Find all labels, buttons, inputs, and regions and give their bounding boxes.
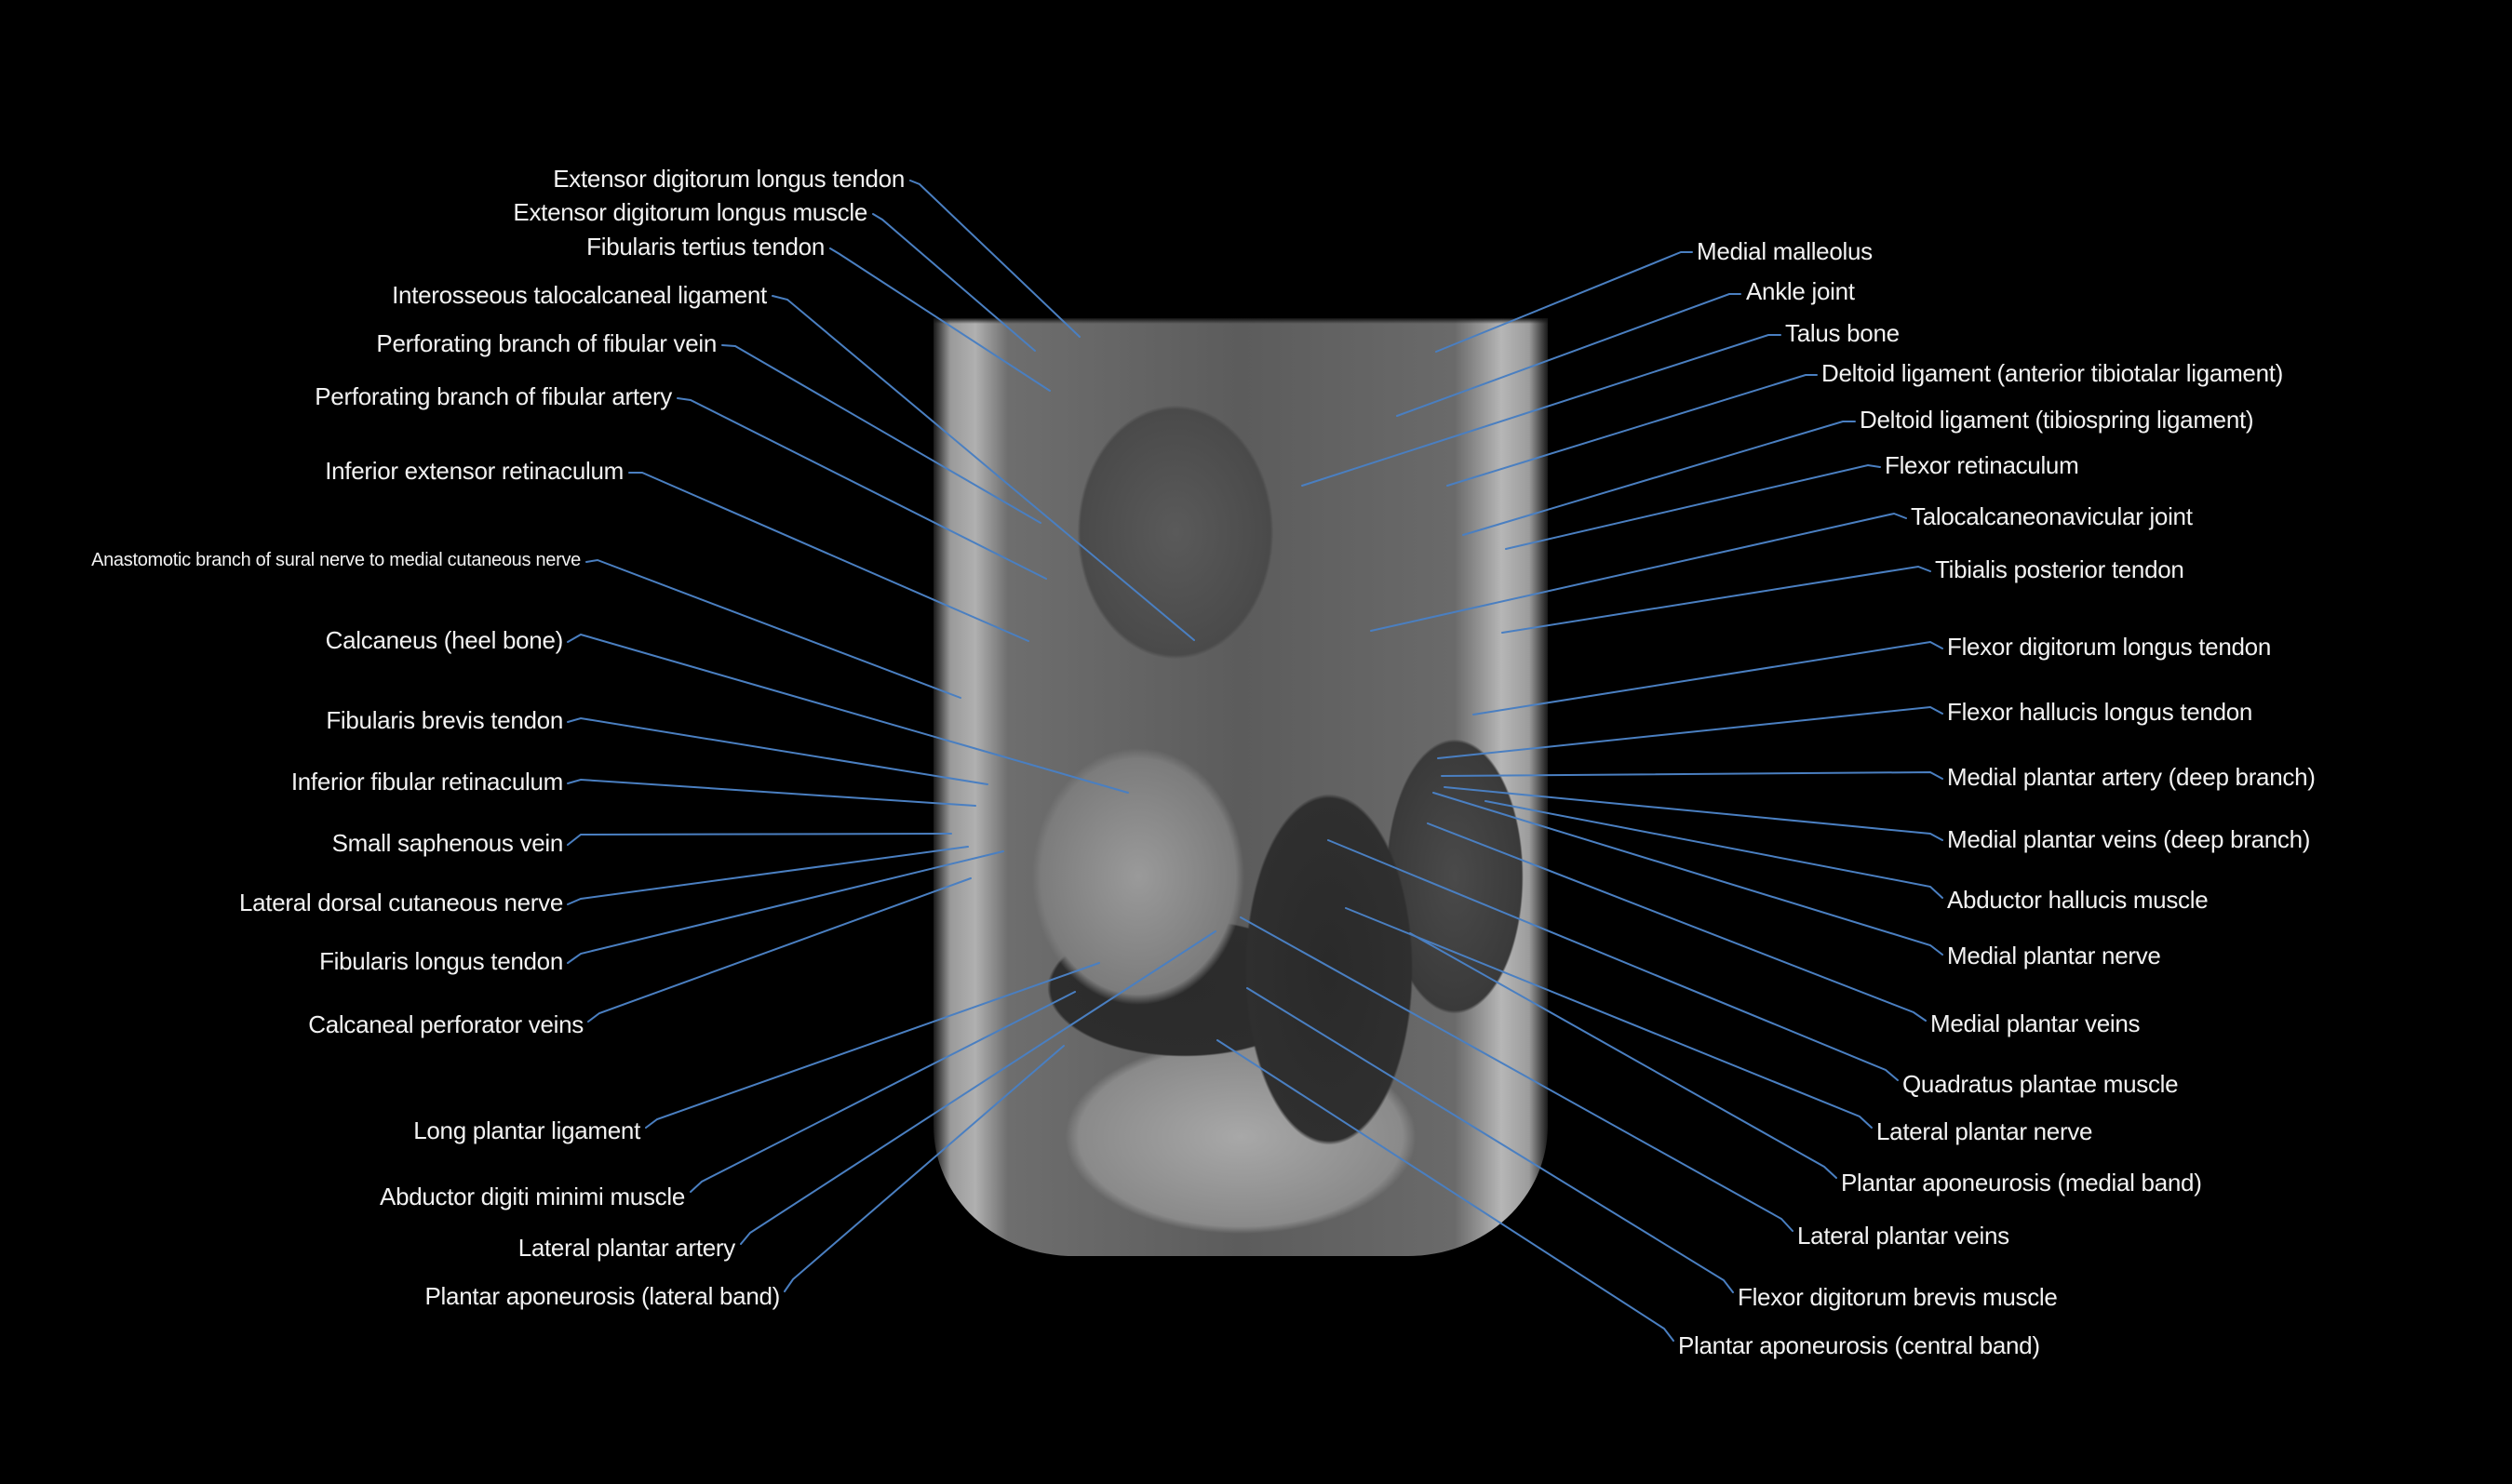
mri-top-edge (934, 318, 1548, 324)
leader-line-flexor-hallucis-longus-tendon (1437, 705, 1943, 759)
leader-line-lateral-dorsal-cutaneous-nerve (567, 846, 969, 905)
leader-line-anastomotic-branch-of-sural-nerve-to-medial-cutaneous-nerve (585, 558, 961, 699)
leader-line-plantar-aponeurosis-central-band (1216, 1039, 1674, 1342)
label-small-saphenous-vein: Small saphenous vein (331, 829, 564, 857)
leader-line-inferior-extensor-retinaculum (628, 472, 1029, 642)
label-tibialis-posterior-tendon: Tibialis posterior tendon (1935, 555, 2184, 583)
label-perforating-branch-of-fibular-vein: Perforating branch of fibular vein (376, 329, 717, 357)
leader-line-quadratus-plantae-muscle (1327, 839, 1899, 1081)
label-medial-plantar-veins-deep-branch: Medial plantar veins (deep branch) (1947, 825, 2311, 853)
label-medial-plantar-nerve: Medial plantar nerve (1947, 942, 2161, 969)
leader-line-lateral-plantar-nerve (1345, 907, 1873, 1129)
leader-line-fibularis-tertius-tendon (829, 247, 1051, 392)
leader-line-fibularis-brevis-tendon (567, 716, 988, 785)
leader-line-tibialis-posterior-tendon (1501, 565, 1931, 634)
leader-line-extensor-digitorum-longus-muscle (872, 213, 1036, 352)
label-extensor-digitorum-longus-tendon: Extensor digitorum longus tendon (553, 165, 905, 193)
label-talocalcaneonavicular-joint: Talocalcaneonavicular joint (1911, 502, 2193, 530)
label-abductor-hallucis-muscle: Abductor hallucis muscle (1947, 886, 2209, 914)
label-medial-malleolus: Medial malleolus (1697, 237, 1873, 265)
label-talus-bone: Talus bone (1785, 319, 1900, 347)
label-interosseous-talocalcaneal-ligament: Interosseous talocalcaneal ligament (392, 281, 767, 309)
label-calcaneal-perforator-veins: Calcaneal perforator veins (308, 1010, 584, 1038)
label-lateral-plantar-artery: Lateral plantar artery (517, 1234, 736, 1262)
leader-line-calcaneal-perforator-veins (587, 877, 972, 1023)
label-abductor-digiti-minimi-muscle: Abductor digiti minimi muscle (380, 1183, 685, 1210)
label-deltoid-ligament-anterior-tibiotalar-ligament: Deltoid ligament (anterior tibiotalar li… (1821, 359, 2284, 387)
leader-line-flexor-retinaculum (1505, 463, 1881, 550)
leader-line-interosseous-talocalcaneal-ligament (772, 295, 1195, 641)
label-quadratus-plantae-muscle: Quadratus plantae muscle (1902, 1070, 2179, 1098)
leader-line-talocalcaneonavicular-joint (1370, 512, 1907, 632)
leader-line-abductor-digiti-minimi-muscle (690, 991, 1076, 1193)
leader-line-long-plantar-ligament (645, 962, 1100, 1129)
label-fibularis-longus-tendon: Fibularis longus tendon (319, 947, 563, 975)
label-inferior-fibular-retinaculum: Inferior fibular retinaculum (290, 768, 563, 795)
leader-line-abductor-hallucis-muscle (1484, 800, 1943, 899)
leader-line-perforating-branch-of-fibular-artery (677, 397, 1047, 580)
leader-line-medial-plantar-veins (1427, 822, 1927, 1022)
label-lateral-plantar-veins: Lateral plantar veins (1797, 1222, 2009, 1250)
leader-line-talus-bone (1301, 334, 1781, 487)
label-long-plantar-ligament: Long plantar ligament (413, 1116, 640, 1144)
leader-line-perforating-branch-of-fibular-vein (721, 344, 1041, 524)
leader-line-flexor-digitorum-brevis-muscle (1246, 987, 1734, 1293)
leader-line-plantar-aponeurosis-medial-band (1409, 932, 1837, 1179)
label-fibularis-tertius-tendon: Fibularis tertius tendon (586, 233, 825, 261)
label-ankle-joint: Ankle joint (1746, 277, 1855, 305)
label-medial-plantar-artery-deep-branch: Medial plantar artery (deep branch) (1947, 763, 2316, 791)
label-plantar-aponeurosis-central-band: Plantar aponeurosis (central band) (1678, 1331, 2040, 1359)
label-deltoid-ligament-tibiospring-ligament: Deltoid ligament (tibiospring ligament) (1860, 406, 2254, 434)
leader-line-flexor-digitorum-longus-tendon (1472, 640, 1943, 715)
leader-line-extensor-digitorum-longus-tendon (909, 180, 1081, 338)
leader-line-lateral-plantar-veins (1240, 916, 1793, 1232)
leader-line-medial-plantar-artery-deep-branch (1441, 770, 1943, 780)
label-plantar-aponeurosis-medial-band: Plantar aponeurosis (medial band) (1841, 1169, 2202, 1197)
leader-line-medial-plantar-veins-deep-branch (1444, 786, 1943, 841)
leader-line-medial-plantar-nerve (1432, 792, 1943, 956)
leader-line-deltoid-ligament-tibiospring-ligament (1462, 421, 1856, 536)
label-fibularis-brevis-tendon: Fibularis brevis tendon (326, 706, 563, 734)
leader-line-plantar-aponeurosis-lateral-band (784, 1045, 1065, 1292)
label-flexor-hallucis-longus-tendon: Flexor hallucis longus tendon (1947, 698, 2253, 726)
label-medial-plantar-veins: Medial plantar veins (1930, 1009, 2141, 1037)
leader-line-ankle-joint (1396, 293, 1741, 417)
label-extensor-digitorum-longus-muscle: Extensor digitorum longus muscle (513, 198, 867, 226)
label-lateral-dorsal-cutaneous-nerve: Lateral dorsal cutaneous nerve (238, 889, 563, 916)
label-inferior-extensor-retinaculum: Inferior extensor retinaculum (325, 457, 624, 485)
label-plantar-aponeurosis-lateral-band: Plantar aponeurosis (lateral band) (424, 1282, 781, 1310)
label-flexor-retinaculum: Flexor retinaculum (1885, 451, 2079, 479)
leader-line-calcaneus-heel-bone (567, 633, 1129, 794)
label-flexor-digitorum-brevis-muscle: Flexor digitorum brevis muscle (1738, 1283, 2058, 1311)
leader-line-fibularis-longus-tendon (567, 850, 1004, 964)
leader-line-inferior-fibular-retinaculum (567, 778, 976, 807)
leader-line-medial-malleolus (1435, 251, 1693, 353)
leader-line-lateral-plantar-artery (740, 930, 1216, 1245)
label-perforating-branch-of-fibular-artery: Perforating branch of fibular artery (315, 382, 672, 410)
label-flexor-digitorum-longus-tendon: Flexor digitorum longus tendon (1947, 633, 2271, 661)
label-lateral-plantar-nerve: Lateral plantar nerve (1876, 1117, 2093, 1145)
leader-line-deltoid-ligament-anterior-tibiotalar-ligament (1446, 374, 1818, 487)
leader-line-small-saphenous-vein (567, 833, 952, 846)
label-calcaneus-heel-bone: Calcaneus (heel bone) (325, 626, 564, 654)
label-anastomotic-branch-of-sural-nerve-to-medial-cutaneous-nerve: Anastomotic branch of sural nerve to med… (91, 550, 581, 570)
